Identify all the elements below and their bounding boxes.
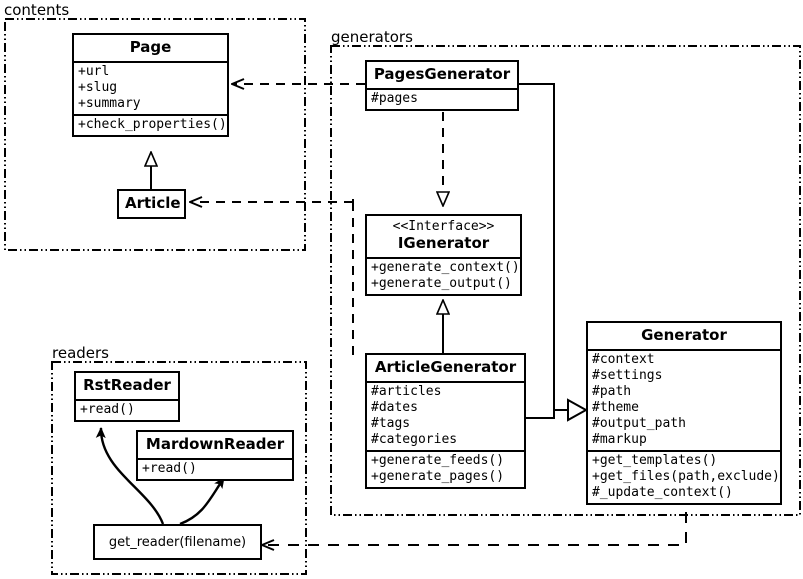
attribute-item: #tags bbox=[371, 416, 411, 431]
methods-compartment-page: +check_properties() bbox=[74, 114, 227, 135]
class-box-generator[interactable]: Generator #context #settings #path #them… bbox=[586, 321, 782, 505]
articlegenerator-to-generator-line bbox=[526, 409, 568, 419]
class-box-articlegenerator[interactable]: ArticleGenerator #articles #dates #tags … bbox=[365, 353, 526, 489]
methods-compartment-articlegenerator: +generate_feeds() +generate_pages() bbox=[367, 450, 524, 487]
pagesgenerator-to-generator-line bbox=[519, 83, 568, 411]
class-name-rstreader: RstReader bbox=[83, 376, 171, 394]
attribute-item: #path bbox=[592, 384, 632, 399]
attribute-item: #articles bbox=[371, 384, 442, 399]
class-name-pagesgenerator: PagesGenerator bbox=[373, 65, 511, 83]
method-item: +generate_output() bbox=[371, 276, 512, 291]
methods-compartment-markdownreader: +read() bbox=[138, 458, 292, 479]
attribute-item: #dates bbox=[371, 400, 418, 415]
attribute-item: +summary bbox=[78, 96, 141, 111]
methods-compartment-generator: +get_templates() +get_files(path,exclude… bbox=[588, 450, 780, 503]
class-box-markdownreader[interactable]: MardownReader +read() bbox=[136, 430, 294, 481]
attribute-item: #context bbox=[592, 352, 655, 367]
method-item: +check_properties() bbox=[78, 117, 227, 132]
class-name-page: Page bbox=[129, 38, 172, 56]
attributes-compartment-page: +url +slug +summary bbox=[74, 61, 227, 114]
class-name-article: Article bbox=[125, 194, 181, 212]
generator-to-getreader-dependency bbox=[262, 512, 687, 545]
methods-compartment-rstreader: +read() bbox=[76, 399, 178, 420]
attribute-item: #output_path bbox=[592, 416, 686, 431]
stereotype-interface: <<Interface>> bbox=[392, 219, 495, 234]
attribute-item: #theme bbox=[592, 400, 639, 415]
method-item: +read() bbox=[142, 461, 197, 476]
method-item: #_update_context() bbox=[592, 485, 733, 500]
class-name-generator: Generator bbox=[641, 326, 727, 344]
method-item: +get_templates() bbox=[592, 453, 718, 468]
contents-package-label: contents bbox=[4, 1, 70, 19]
generator-inheritance-triangle bbox=[567, 398, 589, 422]
attribute-item: #categories bbox=[371, 432, 458, 447]
method-item: +generate_context() bbox=[371, 260, 520, 275]
attributes-compartment-pagesgenerator: #pages bbox=[367, 88, 517, 109]
class-header-igenerator: <<Interface>> IGenerator bbox=[367, 216, 520, 257]
generators-package-label: generators bbox=[331, 28, 413, 46]
methods-compartment-igenerator: +generate_context() +generate_output() bbox=[367, 257, 520, 294]
attribute-item: #settings bbox=[592, 368, 663, 383]
getreader-to-markdownreader-curve bbox=[179, 477, 225, 526]
attributes-compartment-articlegenerator: #articles #dates #tags #categories bbox=[367, 381, 524, 450]
method-item: +generate_feeds() bbox=[371, 453, 505, 468]
readers-package-label: readers bbox=[52, 344, 109, 362]
class-box-igenerator[interactable]: <<Interface>> IGenerator +generate_conte… bbox=[365, 214, 522, 296]
class-name-articlegenerator: ArticleGenerator bbox=[374, 358, 517, 376]
method-item: +generate_pages() bbox=[371, 469, 505, 484]
class-box-page[interactable]: Page +url +slug +summary +check_properti… bbox=[72, 33, 229, 137]
class-box-rstreader[interactable]: RstReader +read() bbox=[74, 371, 180, 422]
function-box-get-reader[interactable]: get_reader(filename) bbox=[93, 524, 262, 560]
attribute-item: #markup bbox=[592, 432, 647, 447]
attributes-compartment-generator: #context #settings #path #theme #output_… bbox=[588, 349, 780, 450]
method-item: +read() bbox=[80, 402, 135, 417]
function-name-get-reader: get_reader(filename) bbox=[108, 534, 247, 550]
class-name-igenerator: IGenerator bbox=[397, 234, 490, 252]
attribute-item: +url bbox=[78, 64, 110, 79]
attribute-item: #pages bbox=[371, 91, 418, 106]
class-box-article[interactable]: Article bbox=[117, 189, 186, 219]
class-box-pagesgenerator[interactable]: PagesGenerator #pages bbox=[365, 60, 519, 111]
class-name-markdownreader: MardownReader bbox=[145, 435, 285, 453]
method-item: +get_files(path,exclude) bbox=[592, 469, 780, 484]
attribute-item: +slug bbox=[78, 80, 118, 95]
